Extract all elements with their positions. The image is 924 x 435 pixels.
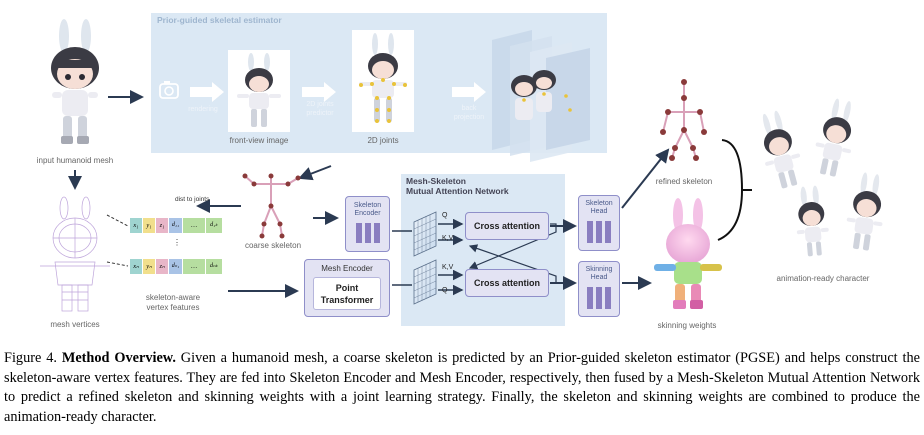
front-view-image (228, 50, 290, 132)
mesh-encoder-label: Mesh Encoder (321, 264, 373, 273)
feat-cell: dₙ₁ (169, 259, 182, 274)
back-projection-planes (492, 30, 590, 162)
figure-caption: Figure 4. Method Overview. Given a human… (4, 349, 920, 427)
skinning-weights-illustration (654, 198, 722, 309)
rendering-label: rendering (188, 106, 218, 113)
attention-grid-bottom (413, 259, 437, 305)
refined-skeleton-illustration (662, 82, 705, 159)
animation-ready-label: animation-ready character (776, 274, 870, 283)
coarse-skeleton-label: coarse skeleton (244, 241, 302, 250)
feat-cell: zₙ (156, 259, 168, 274)
skeleton-head-to-refined-arrow (621, 148, 670, 209)
attention-grid-top (413, 211, 437, 257)
feat-ellipsis: … (183, 218, 205, 233)
feat-cell: z₁ (156, 218, 168, 233)
joints-2d-image (352, 30, 414, 132)
caption-bold: Method Overview. (61, 350, 176, 366)
feat-cell: y₁ (143, 218, 155, 233)
cross-attention-bottom: Cross attention (465, 269, 549, 297)
feat-cell: xₙ (130, 259, 142, 274)
mesh-vertices-label: mesh vertices (50, 320, 100, 329)
feat-cell: dₙₖ (206, 259, 222, 274)
refined-skeleton-label: refined skeleton (655, 177, 713, 186)
skinning-weights-label: skinning weights (657, 321, 717, 330)
q-top-label: Q (442, 212, 448, 219)
mesh-vertices-illustration (40, 196, 110, 312)
head-bars (579, 287, 619, 309)
input-character-illustration (51, 19, 99, 144)
camera-icon (159, 81, 179, 99)
feat-cell: d₁ₖ (206, 218, 222, 233)
kv-bottom-label: K,V (442, 264, 454, 271)
q-bottom-label: Q (442, 287, 448, 294)
feat-cell: d₁₁ (169, 218, 182, 233)
joints-2d-label: 2D joints (367, 136, 399, 145)
front-view-label: front-view image (229, 136, 289, 145)
feat-ellipsis: … (183, 259, 205, 274)
kv-top-label: K,V (442, 235, 454, 242)
feat-cell: yₙ (143, 259, 155, 274)
white-block-arrows (190, 82, 486, 102)
rows-ellipsis: ⋮ (173, 238, 181, 247)
encoder-bars (346, 223, 389, 243)
cross-attention-top: Cross attention (465, 212, 549, 240)
pgse-title: Prior-guided skeletal estimator (157, 15, 282, 25)
caption-prefix: Figure 4. (4, 350, 57, 366)
animation-ready-characters (762, 98, 883, 257)
method-overview-figure: Prior-guided skeletal estimator renderin… (36, 13, 883, 330)
feature-row-first: x₁ y₁ z₁ d₁₁ … d₁ₖ (130, 218, 222, 233)
figure-drawing (40, 13, 883, 326)
feature-row-last: xₙ yₙ zₙ dₙ₁ … dₙₖ (130, 259, 222, 274)
head-bars (579, 221, 619, 243)
pgse-to-coarse-arrow (298, 165, 332, 181)
combine-brace (717, 139, 744, 241)
input-mesh-label: input humanoid mesh (36, 156, 114, 165)
caption-text: Given a humanoid mesh, a coarse skeleton… (4, 350, 920, 425)
feat-cell: x₁ (130, 218, 142, 233)
dist-to-joints-label: dist to joints (175, 196, 210, 203)
